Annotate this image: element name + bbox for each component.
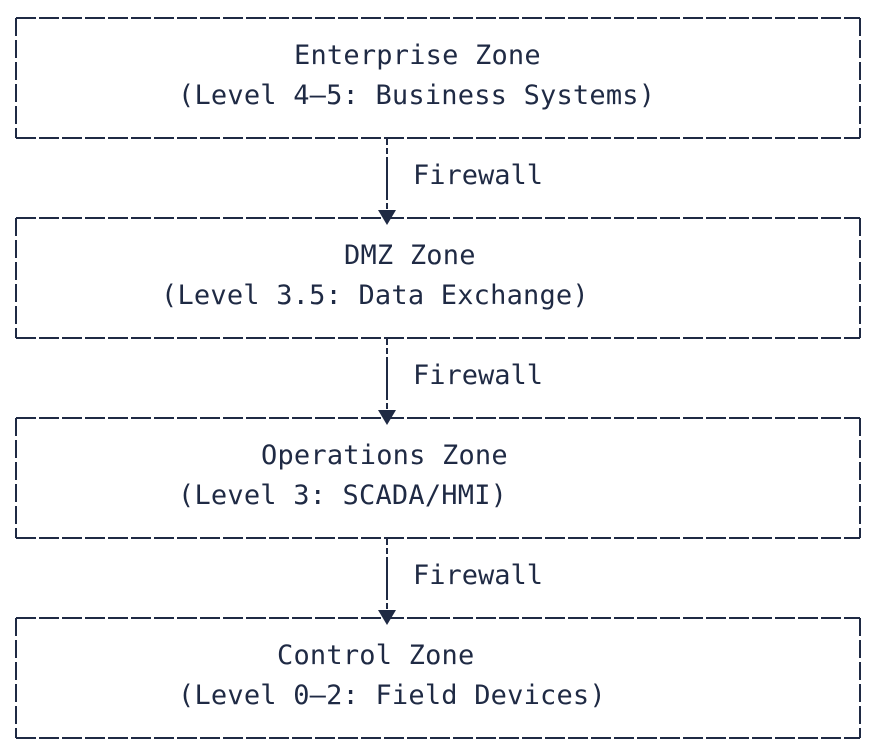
zone-box-enterprise xyxy=(15,17,861,139)
zone-subtitle-operations: (Level 3: SCADA/HMI) xyxy=(178,480,508,511)
zone-box-dmz xyxy=(15,217,861,339)
zone-subtitle-control: (Level 0–2: Field Devices) xyxy=(178,680,606,711)
firewall-label-1: Firewall xyxy=(413,160,544,191)
zone-title-control: Control Zone xyxy=(277,640,475,671)
firewall-label-2: Firewall xyxy=(413,360,544,391)
arrowhead-icon xyxy=(378,210,396,225)
zone-title-operations: Operations Zone xyxy=(261,440,508,471)
zone-subtitle-dmz: (Level 3.5: Data Exchange) xyxy=(161,280,589,311)
firewall-label-3: Firewall xyxy=(413,560,544,591)
zone-subtitle-enterprise: (Level 4–5: Business Systems) xyxy=(178,80,656,111)
zone-box-operations xyxy=(15,417,861,539)
arrowhead-icon xyxy=(378,610,396,625)
zone-title-enterprise: Enterprise Zone xyxy=(294,40,541,71)
zone-title-dmz: DMZ Zone xyxy=(344,240,476,271)
zone-box-control xyxy=(15,617,861,739)
arrowhead-icon xyxy=(378,410,396,425)
